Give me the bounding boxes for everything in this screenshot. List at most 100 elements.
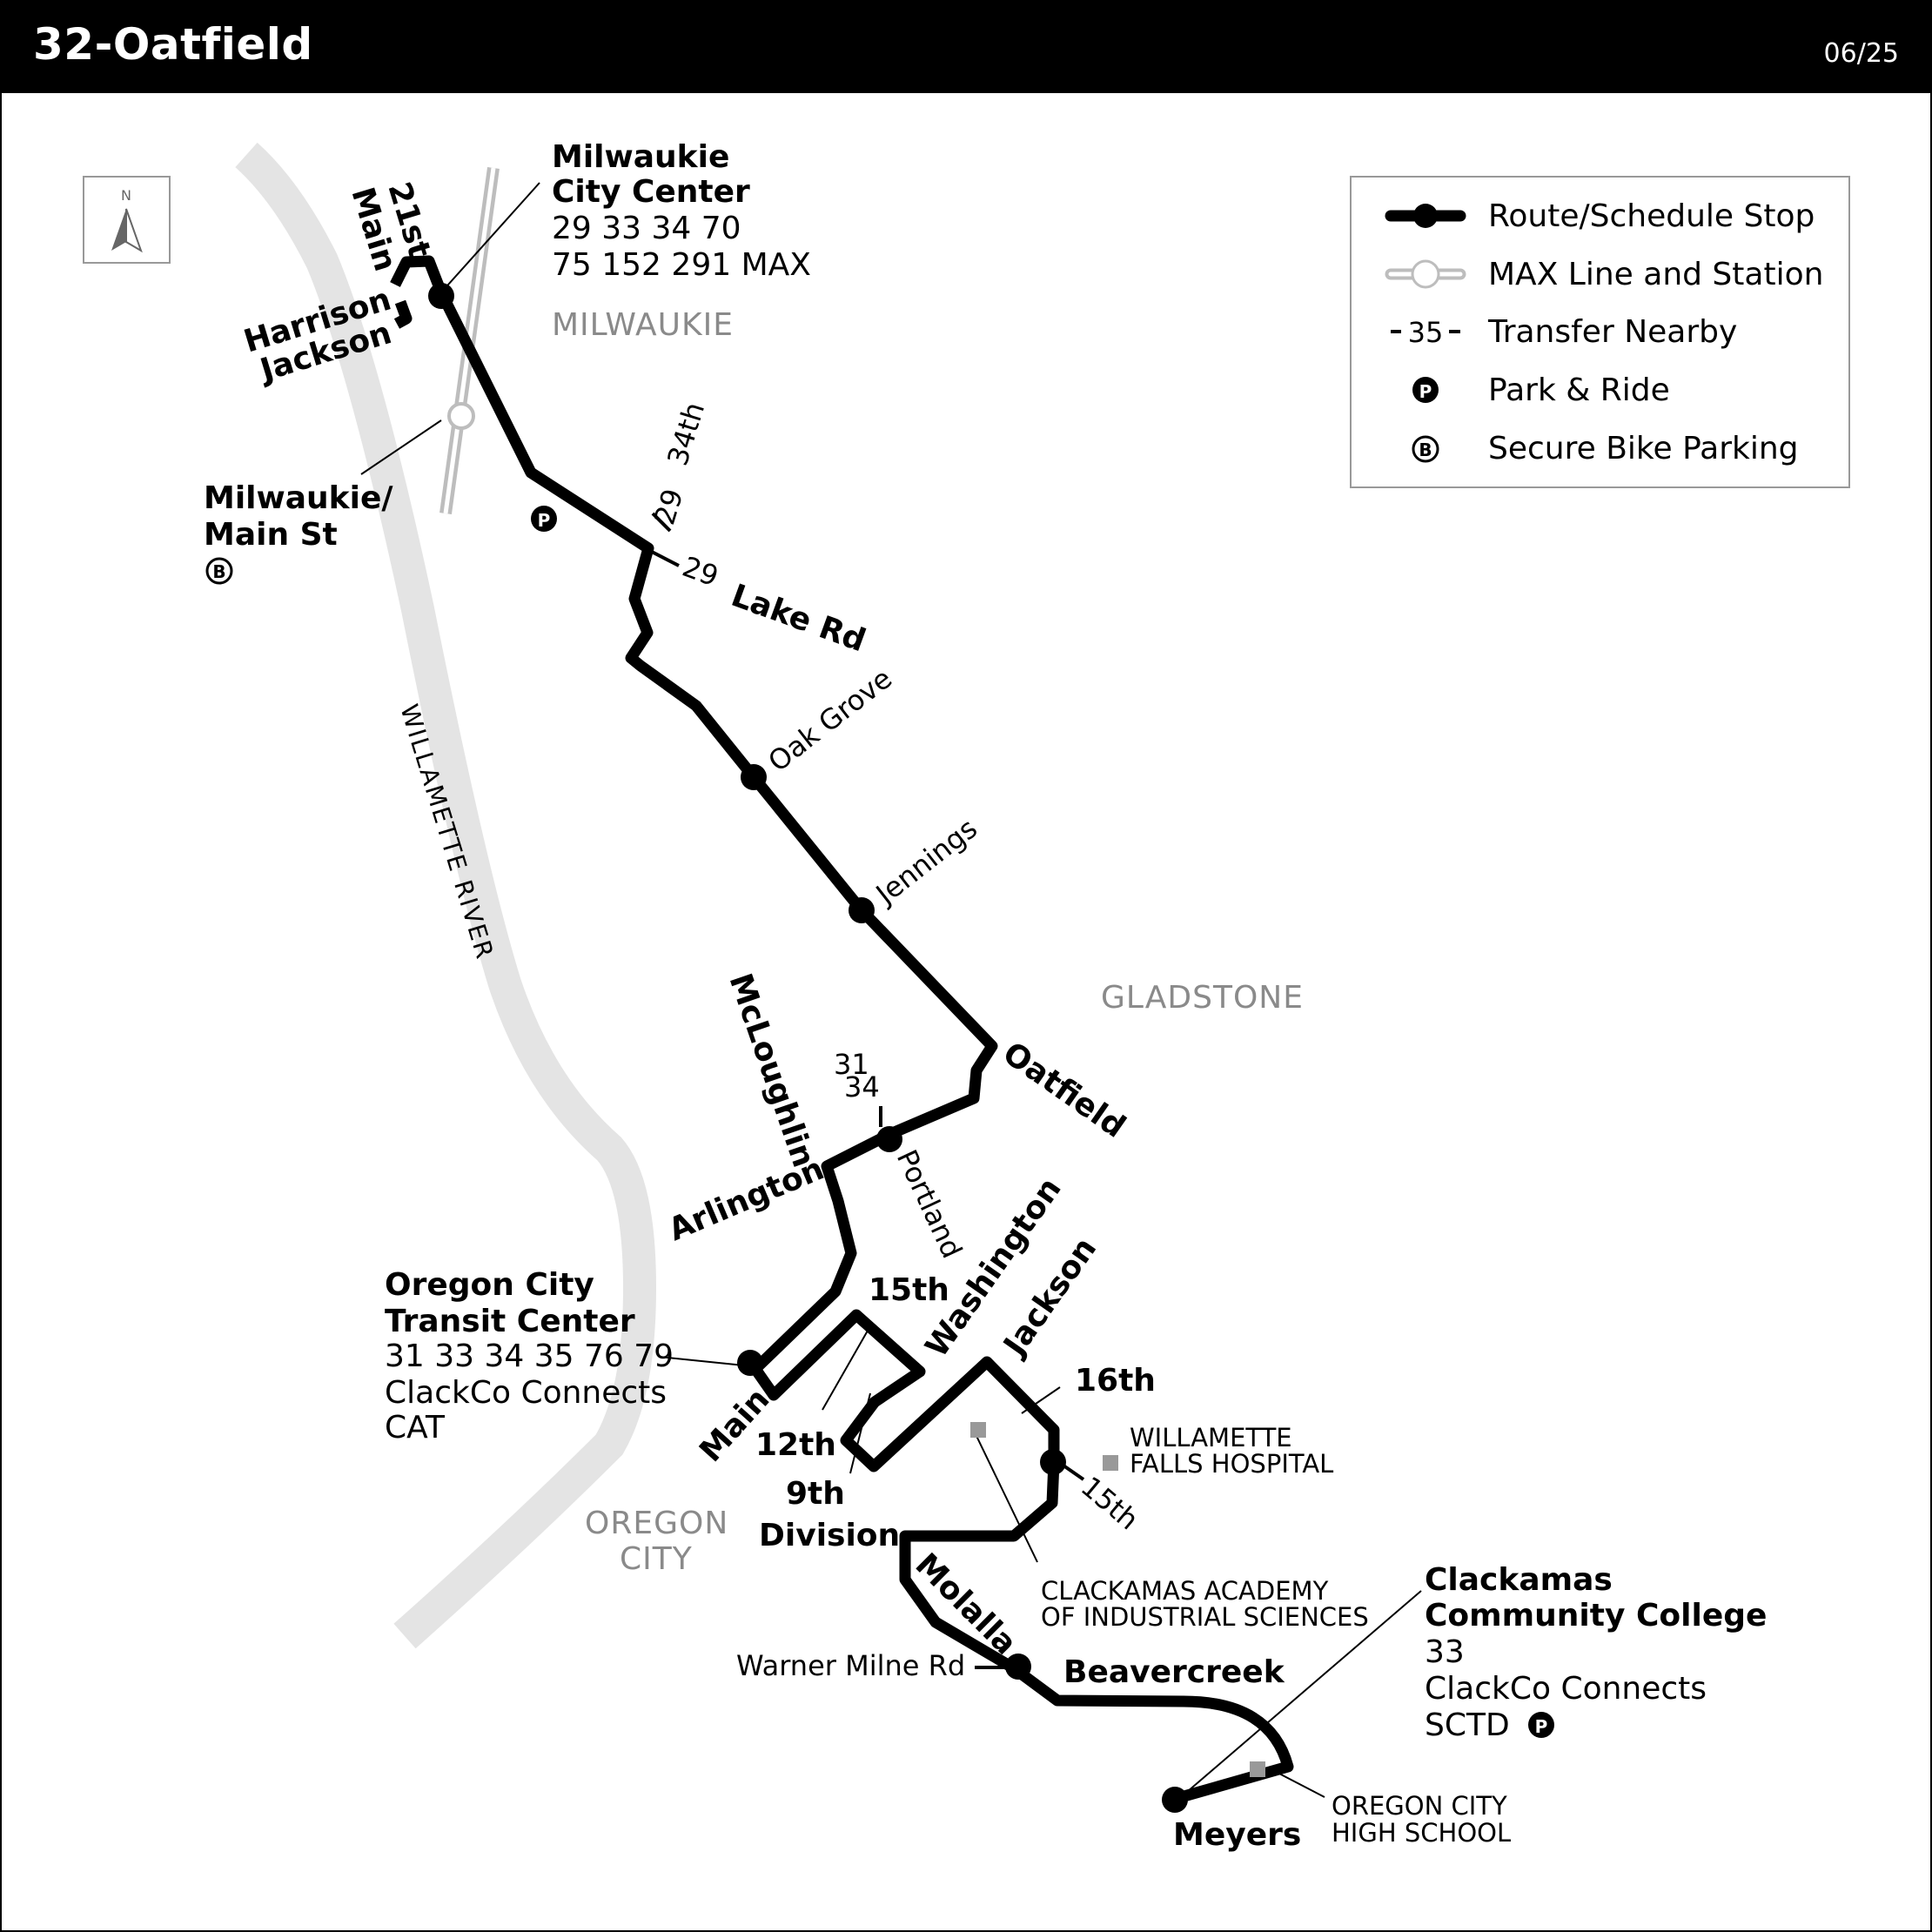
stop-jennings[interactable] bbox=[849, 897, 875, 923]
legend-bike-parking-icon bbox=[1412, 435, 1439, 463]
hub-milwaukie-main-line1: Milwaukie/ bbox=[204, 480, 393, 516]
stop-oregon-city-transit-center[interactable] bbox=[737, 1350, 763, 1376]
transfer-34th-route: 29 bbox=[647, 485, 689, 528]
ccc-park-ride-glyph: P bbox=[1535, 1716, 1548, 1737]
stop-label-oak-grove: Oak Grove bbox=[762, 661, 899, 778]
max-station-icon bbox=[1411, 259, 1440, 289]
transfer-tick-34th bbox=[651, 512, 672, 533]
legend-item-bike: B Secure Bike Parking bbox=[1412, 431, 1799, 466]
legend-park-ride-icon bbox=[1412, 377, 1439, 403]
map-frame bbox=[0, 93, 1932, 1932]
route-line bbox=[435, 286, 1294, 1803]
max-station-milwaukie-main[interactable] bbox=[447, 402, 475, 430]
north-arrow-icon bbox=[111, 209, 126, 251]
street-beavercreek: Beavercreek bbox=[1063, 1654, 1285, 1690]
compass-box bbox=[83, 176, 171, 264]
hub-milwaukie-main-line2: Main St bbox=[204, 517, 338, 553]
hub-ccc-routes2: ClackCo Connects bbox=[1425, 1671, 1707, 1707]
transfer-portland-routes1: 31 bbox=[834, 1048, 869, 1081]
transfer-lake-rd-route: 29 bbox=[678, 550, 722, 594]
route-connector-octc bbox=[750, 1365, 779, 1399]
ccc-park-ride-icon bbox=[1528, 1712, 1554, 1738]
legend-item-park-ride: P Park & Ride bbox=[1412, 372, 1670, 408]
svg-text:Route/Schedule Stop: Route/Schedule Stop bbox=[1488, 198, 1815, 234]
landmark-academy-line1: CLACKAMAS ACADEMY bbox=[1041, 1576, 1329, 1606]
hub-octc-routes3: CAT bbox=[385, 1410, 446, 1446]
legend-item-transfer: 35 Transfer Nearby bbox=[1391, 314, 1737, 350]
stop-label-jennings: Jennings bbox=[869, 812, 983, 912]
landmark-high-school-line2: HIGH SCHOOL bbox=[1332, 1818, 1511, 1848]
bike-parking-glyph: B bbox=[212, 561, 225, 582]
compass-label: N bbox=[121, 187, 131, 204]
street-9th: 9th bbox=[786, 1476, 845, 1512]
hub-ccc-line1: Clackamas bbox=[1425, 1562, 1613, 1598]
bike-parking-icon bbox=[205, 557, 233, 585]
landmark-hospital-line2: FALLS HOSPITAL bbox=[1130, 1449, 1333, 1479]
hub-milwaukie-cc-line1: Milwaukie bbox=[552, 139, 729, 175]
svg-text:P: P bbox=[1419, 381, 1432, 402]
street-portland: Portland bbox=[890, 1144, 969, 1263]
hub-octc-line2: Transit Center bbox=[385, 1304, 635, 1339]
street-15th-south: 15th bbox=[1075, 1470, 1145, 1536]
hub-milwaukie-cc-routes1: 29 33 34 70 bbox=[552, 211, 741, 246]
area-milwaukie: MILWAUKIE bbox=[552, 307, 734, 343]
street-division: Division bbox=[759, 1518, 900, 1553]
hub-milwaukie-cc-routes2: 75 152 291 MAX bbox=[552, 247, 811, 283]
route-title: 32-Oatfield bbox=[33, 19, 313, 70]
hub-ccc-routes1: 33 bbox=[1425, 1634, 1465, 1670]
landmark-hospital-line1: WILLAMETTE bbox=[1130, 1423, 1292, 1452]
hub-octc-routes2: ClackCo Connects bbox=[385, 1375, 667, 1411]
svg-text:Park & Ride: Park & Ride bbox=[1488, 372, 1670, 408]
transfer-tick-lake-rd bbox=[649, 549, 680, 567]
street-meyers: Meyers bbox=[1173, 1817, 1301, 1853]
leader-lines bbox=[360, 182, 1422, 1798]
park-ride-icon bbox=[531, 506, 557, 532]
street-arlington: Arlington bbox=[663, 1151, 828, 1249]
stop-oak-grove[interactable] bbox=[741, 764, 767, 790]
legend-box bbox=[1350, 176, 1850, 488]
park-ride-glyph: P bbox=[538, 510, 551, 531]
street-warner-milne: Warner Milne Rd bbox=[736, 1649, 965, 1682]
legend-item-max: MAX Line and Station bbox=[1385, 257, 1823, 292]
stop-warner-milne[interactable] bbox=[1005, 1654, 1031, 1680]
street-15th-north: 15th bbox=[869, 1272, 949, 1308]
street-16th: 16th bbox=[1075, 1363, 1156, 1399]
stop-milwaukie-city-center[interactable] bbox=[428, 283, 454, 309]
svg-text:35: 35 bbox=[1408, 316, 1444, 349]
transfer-tick-15th bbox=[1062, 1464, 1085, 1481]
hub-ccc-routes3: SCTD bbox=[1425, 1707, 1510, 1743]
street-34th: 34th bbox=[661, 399, 711, 469]
route-loop-milwaukie bbox=[390, 255, 447, 329]
street-lake-rd: Lake Rd bbox=[727, 578, 870, 659]
street-oatfield: Oatfield bbox=[996, 1036, 1132, 1145]
willamette-river bbox=[235, 142, 657, 1649]
hub-octc-routes1: 31 33 34 35 76 79 bbox=[385, 1338, 674, 1374]
transfer-portland-routes2: 34 bbox=[844, 1070, 880, 1104]
area-gladstone: GLADSTONE bbox=[1101, 980, 1304, 1016]
svg-text:Secure Bike Parking: Secure Bike Parking bbox=[1488, 431, 1799, 466]
legend-item-route: Route/Schedule Stop bbox=[1385, 198, 1815, 234]
schedule-date: 06/25 bbox=[1823, 38, 1899, 69]
hub-milwaukie-cc-line2: City Center bbox=[552, 174, 750, 210]
route-stop-icon bbox=[1413, 204, 1438, 228]
svg-text:Transfer Nearby: Transfer Nearby bbox=[1487, 314, 1737, 350]
high-school-landmark-icon bbox=[1250, 1761, 1265, 1777]
street-mcloughlin: McLoughlin bbox=[721, 969, 821, 1172]
street-12th: 12th bbox=[755, 1427, 836, 1463]
stop-meyers[interactable] bbox=[1162, 1787, 1188, 1813]
landmark-high-school-line1: OREGON CITY bbox=[1332, 1791, 1507, 1821]
landmark-academy-line2: OF INDUSTRIAL SCIENCES bbox=[1041, 1602, 1369, 1632]
academy-landmark-icon bbox=[970, 1422, 986, 1438]
area-oregon-city-2: CITY bbox=[620, 1541, 693, 1577]
area-oregon-city-1: OREGON bbox=[585, 1506, 728, 1541]
north-arrow-icon-right bbox=[125, 208, 143, 253]
hospital-landmark-icon bbox=[1103, 1455, 1118, 1471]
stop-willamette-falls[interactable] bbox=[1040, 1449, 1066, 1475]
hub-ccc-line2: Community College bbox=[1425, 1598, 1767, 1633]
svg-text:MAX Line and Station: MAX Line and Station bbox=[1488, 257, 1823, 292]
stop-portland[interactable] bbox=[876, 1126, 902, 1152]
route-header: 32-Oatfield 06/25 bbox=[0, 0, 1932, 93]
svg-text:B: B bbox=[1419, 439, 1432, 460]
hub-octc-line1: Oregon City bbox=[385, 1267, 594, 1303]
